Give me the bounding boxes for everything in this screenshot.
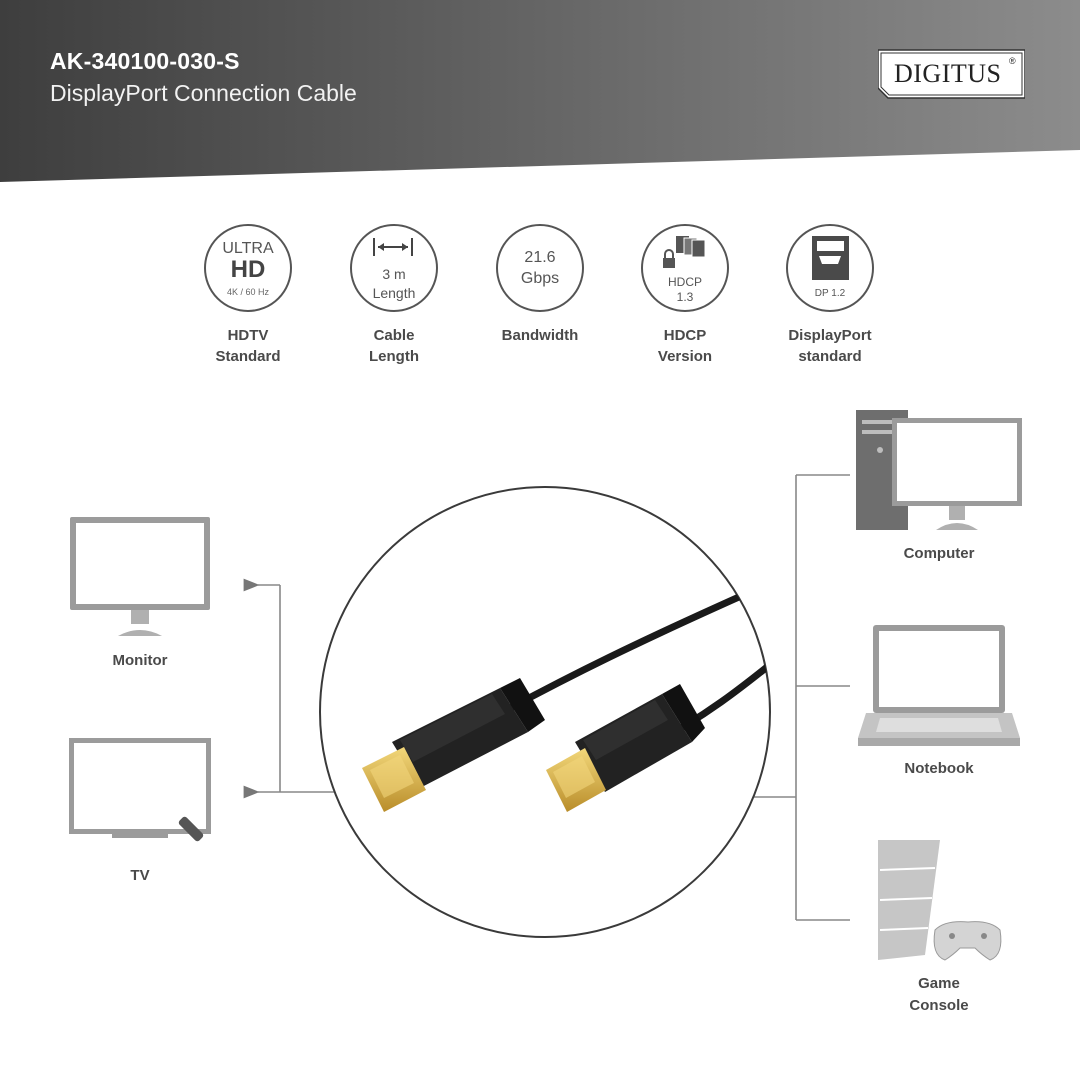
displayport-plug-right bbox=[546, 684, 705, 812]
bandwidth-value: 21.6 bbox=[524, 249, 556, 266]
bandwidth-unit: Gbps bbox=[520, 270, 560, 287]
ultra-hd-line3: 4K / 60 Hz bbox=[226, 287, 270, 297]
product-model: AK-340100-030-S bbox=[50, 48, 240, 74]
tv-icon bbox=[69, 738, 211, 842]
feature-label-cable-length: Cable Length bbox=[369, 327, 419, 365]
ultra-hd-line2: HD bbox=[230, 256, 266, 283]
cable-length-value: 3 m bbox=[382, 266, 406, 282]
header-band bbox=[0, 0, 1080, 182]
feature-label-bandwidth: Bandwidth bbox=[501, 327, 579, 344]
device-label-tv: TV bbox=[130, 867, 150, 884]
brand-logo: DIGITUS ® bbox=[877, 48, 1026, 100]
ultra-hd-line1: ULTRA bbox=[222, 240, 274, 257]
device-label-game-console: Game Console bbox=[909, 975, 969, 1014]
displayport-icon bbox=[786, 224, 874, 312]
bandwidth-icon bbox=[496, 224, 584, 312]
cable-length-unit: Length bbox=[372, 285, 416, 301]
dp-version: DP 1.2 bbox=[814, 288, 846, 299]
feature-label-displayport: DisplayPort standard bbox=[788, 327, 872, 365]
hdcp-line1: HDCP bbox=[667, 275, 702, 289]
hdcp-icon bbox=[641, 224, 729, 312]
registered-mark: ® bbox=[1009, 56, 1016, 66]
device-label-notebook: Notebook bbox=[904, 760, 974, 777]
ultra-hd-icon bbox=[204, 224, 292, 312]
notebook-icon bbox=[858, 625, 1020, 746]
cable-length-icon bbox=[350, 224, 438, 312]
product-name: DisplayPort Connection Cable bbox=[50, 80, 357, 106]
cable-closeup bbox=[319, 486, 771, 938]
hdcp-line2: 1.3 bbox=[676, 290, 694, 304]
displayport-plug-left bbox=[362, 678, 545, 812]
computer-icon bbox=[856, 410, 1022, 530]
device-label-monitor: Monitor bbox=[112, 652, 168, 669]
monitor-icon bbox=[70, 517, 210, 636]
game-console-icon bbox=[878, 840, 1002, 961]
feature-label-hdcp: HDCP Version bbox=[657, 327, 713, 365]
device-label-computer: Computer bbox=[903, 545, 975, 562]
feature-label-hdtv: HDTV Standard bbox=[215, 327, 281, 365]
brand-name: DIGITUS bbox=[894, 59, 1002, 88]
